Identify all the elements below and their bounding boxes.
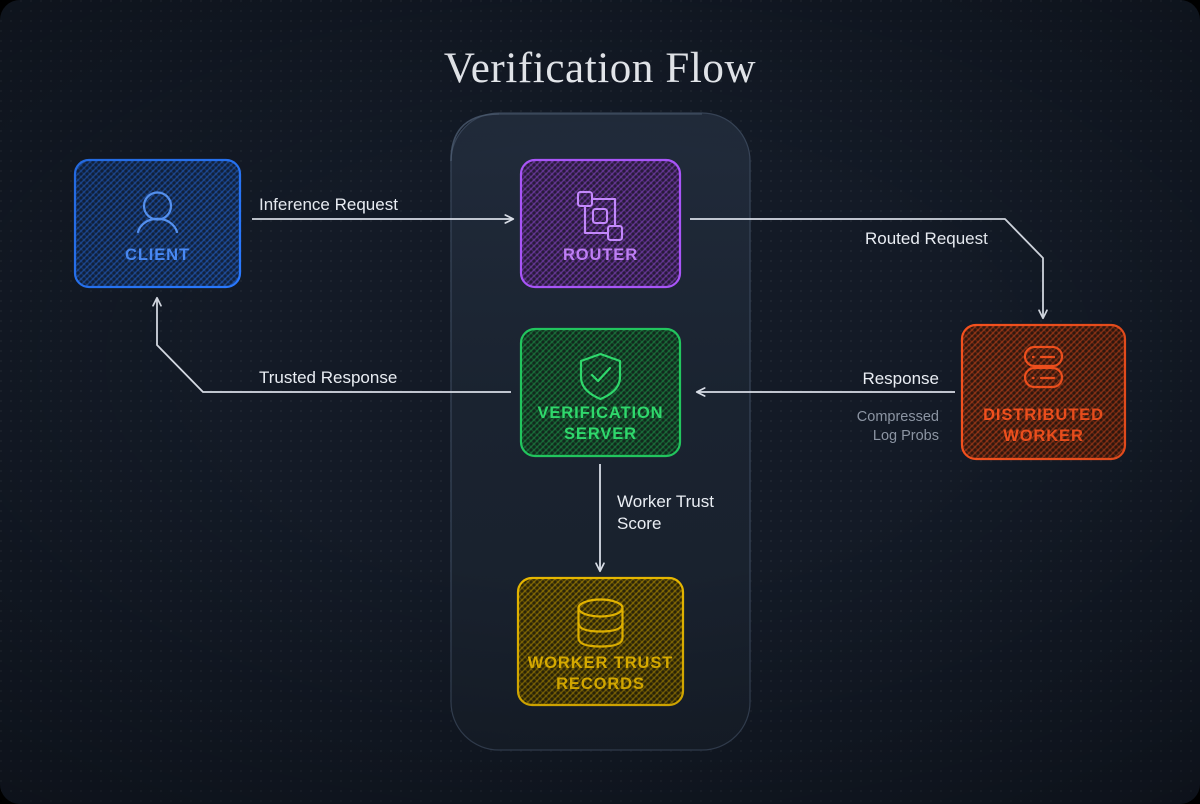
- edge-label-worker-trust-score-line2: Score: [617, 514, 661, 533]
- edge-routed-request: [690, 218, 1048, 320]
- node-worker-trust-records[interactable]: WORKER TRUST RECORDS: [516, 576, 685, 707]
- node-label-distributed-worker-line2: WORKER: [1003, 427, 1084, 445]
- edge-label-response: Response: [862, 369, 939, 388]
- network-topology-icon: [576, 190, 624, 242]
- node-label-worker-trust-records-line1: WORKER TRUST: [528, 654, 674, 672]
- edge-trusted-response: [152, 296, 511, 393]
- edge-sublabel-response-line1: Compressed: [857, 409, 939, 425]
- edge-label-routed-request: Routed Request: [865, 229, 988, 248]
- edge-sublabel-response-line2: Log Probs: [873, 428, 939, 444]
- user-icon: [136, 191, 179, 234]
- node-label-router: ROUTER: [563, 246, 638, 264]
- node-client[interactable]: CLIENT: [73, 158, 242, 289]
- page-title: Verification Flow: [443, 45, 757, 92]
- database-icon: [577, 598, 624, 648]
- shield-check-icon: [579, 352, 622, 401]
- node-label-verification-server-line1: VERIFICATION: [538, 404, 664, 422]
- node-label-distributed-worker-line1: DISTRIBUTED: [983, 406, 1104, 424]
- node-distributed-worker[interactable]: DISTRIBUTED WORKER: [960, 323, 1127, 461]
- edge-label-inference-request: Inference Request: [259, 195, 398, 214]
- node-label-verification-server-line2: SERVER: [564, 425, 637, 443]
- node-label-worker-trust-records-line2: RECORDS: [556, 675, 645, 693]
- edge-label-trusted-response: Trusted Response: [259, 368, 397, 387]
- node-verification-server[interactable]: VERIFICATION SERVER: [519, 327, 682, 458]
- node-router[interactable]: ROUTER: [519, 158, 682, 289]
- server-stack-icon: [1023, 345, 1064, 389]
- edge-label-worker-trust-score-line1: Worker Trust: [617, 492, 714, 511]
- node-label-client: CLIENT: [125, 246, 190, 264]
